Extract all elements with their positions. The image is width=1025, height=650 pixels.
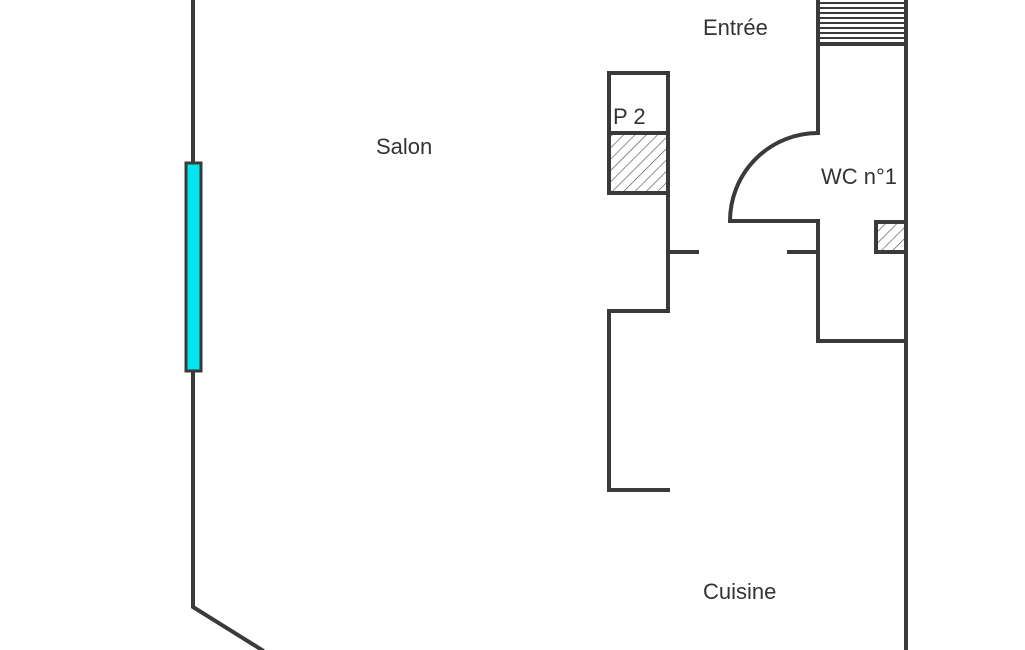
salon-left-wall xyxy=(191,0,265,650)
window xyxy=(184,161,203,373)
stairs xyxy=(816,0,908,47)
room-label-wc: WC n°1 xyxy=(821,164,898,189)
room-label-cuisine: Cuisine xyxy=(703,579,777,604)
room-label-salon: Salon xyxy=(376,134,433,159)
p2-closet xyxy=(607,71,670,195)
wc-door-swing xyxy=(727,43,908,343)
room-label-p2: P 2 xyxy=(613,104,646,129)
inner-wall xyxy=(607,191,670,492)
wc-duct xyxy=(874,220,908,254)
room-label-entree: Entrée xyxy=(703,15,768,40)
